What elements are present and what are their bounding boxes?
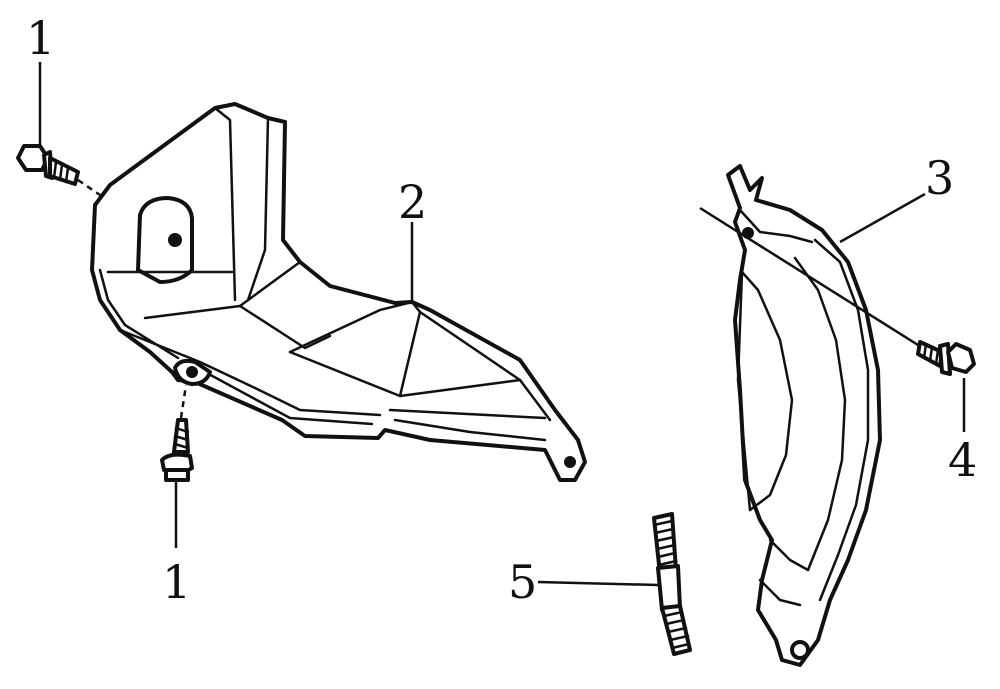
leader-line-1-bottom-dashed [179,384,188,419]
bolt-icon [16,144,80,186]
leader-line-5 [537,580,659,587]
callout-4: 4 [948,433,977,487]
leader-line-3 [839,192,926,244]
leader-line-4-axis [699,206,919,347]
part-3-curved-plate [726,164,882,667]
bolt-icon [916,340,976,376]
callout-5: 5 [508,555,537,609]
callout-3: 3 [925,151,954,205]
callout-1-bottom: 1 [162,555,191,609]
stud-icon [652,512,692,656]
callout-1-top: 1 [26,11,55,65]
callout-2: 2 [398,175,427,229]
part-2-guard [90,102,587,482]
leader-line-1-top-dashed [77,178,101,197]
bolt-icon [160,418,194,482]
